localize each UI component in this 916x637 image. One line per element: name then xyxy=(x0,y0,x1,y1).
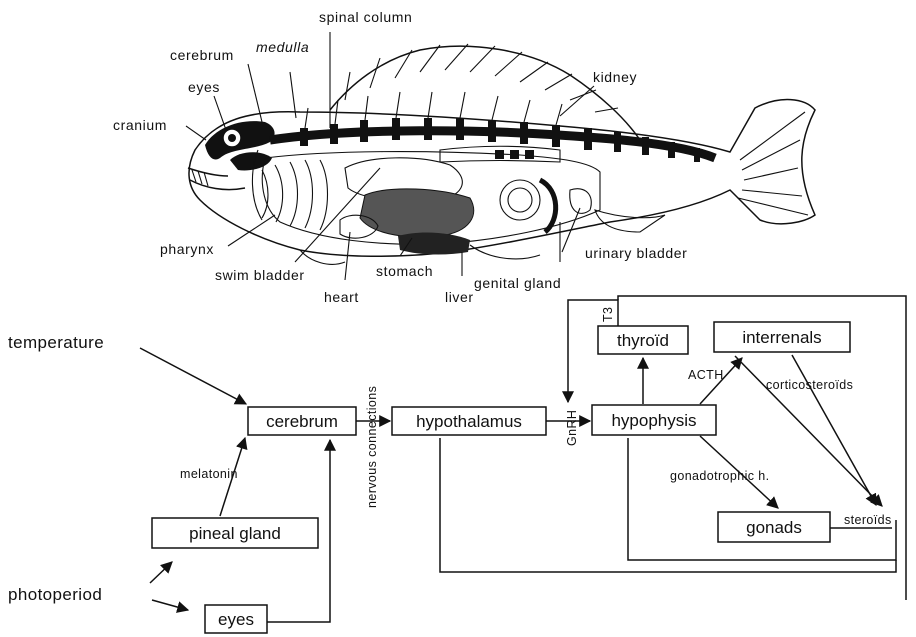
label-medulla: medulla xyxy=(256,39,309,55)
input-temperature: temperature xyxy=(8,333,104,352)
label-cranium: cranium xyxy=(113,117,167,133)
label-swim-bladder: swim bladder xyxy=(215,267,305,283)
label-spinal-column: spinal column xyxy=(319,9,412,25)
box-eyes-label: eyes xyxy=(218,610,254,629)
box-hypophysis-label: hypophysis xyxy=(611,411,696,430)
box-gonads-label: gonads xyxy=(746,518,802,537)
label-heart: heart xyxy=(324,289,359,305)
box-thyroid-label: thyroïd xyxy=(617,331,669,350)
label-kidney: kidney xyxy=(593,69,637,85)
label-stomach: stomach xyxy=(376,263,433,279)
label-urinary-bladder: urinary bladder xyxy=(585,245,687,261)
label-liver: liver xyxy=(445,289,474,305)
label-corticosteroids: corticosteroïds xyxy=(766,378,853,392)
label-eyes-fish: eyes xyxy=(188,79,220,95)
label-t3: T3 xyxy=(601,307,615,322)
label-genital-gland: genital gland xyxy=(474,275,561,291)
label-steroids: steroïds xyxy=(844,513,892,527)
box-interrenals-label: interrenals xyxy=(742,328,821,347)
label-cerebrum-fish: cerebrum xyxy=(170,47,234,63)
label-gnrh: GnRH xyxy=(565,410,579,446)
label-nervous-connections: nervous connections xyxy=(365,386,379,508)
box-hypothalamus-label: hypothalamus xyxy=(416,412,522,431)
input-photoperiod: photoperiod xyxy=(8,585,102,604)
box-cerebrum-label: cerebrum xyxy=(266,412,338,431)
label-pharynx: pharynx xyxy=(160,241,214,257)
fish-illustration xyxy=(188,44,815,264)
label-acth: ACTH xyxy=(688,368,724,382)
box-pineal-gland-label: pineal gland xyxy=(189,524,281,543)
label-gonadotrophic: gonadotrophic h. xyxy=(670,469,770,483)
label-melatonin: melatonin xyxy=(180,467,238,481)
